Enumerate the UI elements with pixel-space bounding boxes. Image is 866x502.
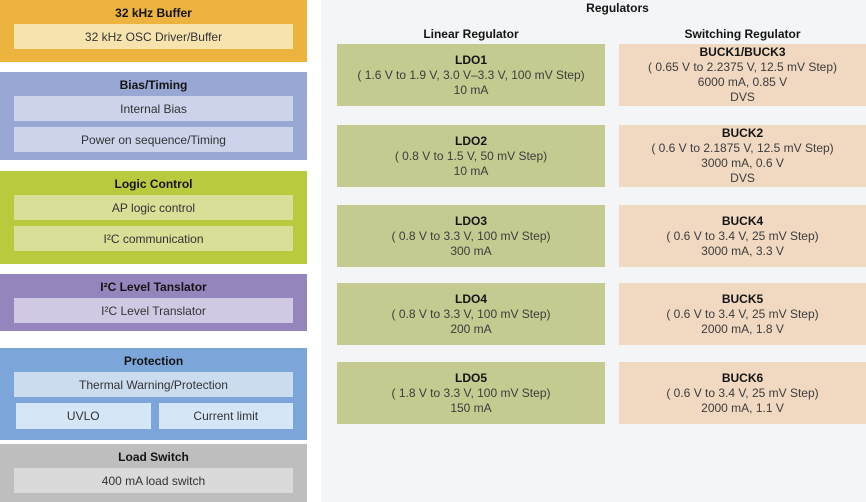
buck2-range: ( 0.6 V to 2.1875 V, 12.5 mV Step) — [651, 141, 834, 155]
item-i2c-communication: I²C communication — [14, 226, 293, 251]
buck4-range: ( 0.6 V to 3.4 V, 25 mV Step) — [666, 228, 819, 243]
ldo3-current: 300 mA — [450, 243, 492, 258]
buck4-current: 3000 mA, 3.3 V — [701, 243, 784, 258]
linear-regulator-header: Linear Regulator — [423, 27, 519, 41]
ldo4-name: LDO4 — [454, 291, 487, 306]
ldo1-current: 10 mA — [453, 82, 489, 97]
item-ap-logic-control: AP logic control — [14, 195, 293, 220]
switching-regulator-column: Switching Regulator BUCK1/BUCK3 ( 0.65 V… — [619, 0, 866, 502]
block-bias-timing: Bias/Timing Internal Bias Power on seque… — [0, 72, 307, 160]
block-buck1-buck3: BUCK1/BUCK3 ( 0.65 V to 2.2375 V, 12.5 m… — [619, 44, 866, 106]
item-i2c-level-translator: I²C Level Translator — [14, 298, 293, 323]
ldo1-range: ( 1.6 V to 1.9 V, 3.0 V–3.3 V, 100 mV St… — [357, 67, 585, 82]
block-i2c-level-translator-title: I²C Level Tanslator — [100, 280, 207, 294]
ldo5-name: LDO5 — [454, 370, 487, 385]
block-ldo1: LDO1 ( 1.6 V to 1.9 V, 3.0 V–3.3 V, 100 … — [337, 44, 605, 106]
block-ldo4: LDO4 ( 0.8 V to 3.3 V, 100 mV Step) 200 … — [337, 283, 605, 345]
block-load-switch: Load Switch 400 mA load switch — [0, 444, 307, 502]
block-logic-control: Logic Control AP logic control I²C commu… — [0, 171, 307, 264]
item-internal-bias: Internal Bias — [14, 96, 293, 121]
block-buck6: BUCK6 ( 0.6 V to 3.4 V, 25 mV Step) 2000… — [619, 362, 866, 424]
block-load-switch-title: Load Switch — [118, 450, 189, 464]
buck4-name: BUCK4 — [721, 213, 764, 228]
buck1-range: ( 0.65 V to 2.2375 V, 12.5 mV Step) — [647, 60, 837, 74]
ldo1-name: LDO1 — [454, 52, 487, 67]
buck2-current: 3000 mA, 0.6 V — [701, 156, 784, 170]
ldo2-range: ( 0.8 V to 1.5 V, 50 mV Step) — [394, 148, 548, 163]
buck1-dvs: DVS — [730, 90, 755, 104]
block-32khz-buffer: 32 kHz Buffer 32 kHz OSC Driver/Buffer — [0, 0, 307, 62]
block-i2c-level-translator: I²C Level Tanslator I²C Level Translator — [0, 274, 307, 331]
regulators-panel: Regulators Linear Regulator LDO1 ( 1.6 V… — [321, 0, 866, 502]
item-current-limit: Current limit — [158, 403, 293, 429]
item-uvlo: UVLO — [16, 403, 151, 429]
ldo5-range: ( 1.8 V to 3.3 V, 100 mV Step) — [391, 385, 551, 400]
buck2-dvs: DVS — [730, 171, 755, 185]
ldo2-current: 10 mA — [453, 163, 489, 178]
buck1-name: BUCK1/BUCK3 — [699, 45, 786, 59]
block-protection: Protection Thermal Warning/Protection UV… — [0, 348, 307, 440]
protection-split-row: UVLO Current limit — [16, 403, 293, 429]
buck2-name: BUCK2 — [721, 126, 764, 140]
ldo3-range: ( 0.8 V to 3.3 V, 100 mV Step) — [391, 228, 551, 243]
item-thermal-warning-protection: Thermal Warning/Protection — [14, 372, 293, 397]
buck5-range: ( 0.6 V to 3.4 V, 25 mV Step) — [666, 306, 819, 321]
ldo4-range: ( 0.8 V to 3.3 V, 100 mV Step) — [391, 306, 551, 321]
buck6-current: 2000 mA, 1.1 V — [701, 400, 784, 415]
item-osc-driver-buffer: 32 kHz OSC Driver/Buffer — [14, 24, 293, 49]
block-logic-control-title: Logic Control — [114, 177, 193, 191]
switching-regulator-header: Switching Regulator — [684, 27, 801, 41]
buck5-name: BUCK5 — [721, 291, 764, 306]
block-bias-timing-title: Bias/Timing — [119, 78, 188, 92]
buck1-current: 6000 mA, 0.85 V — [697, 75, 788, 89]
regulators-title: Regulators — [586, 1, 649, 15]
item-power-on-sequence: Power on sequence/Timing — [14, 127, 293, 152]
buck6-range: ( 0.6 V to 3.4 V, 25 mV Step) — [666, 385, 819, 400]
block-ldo5: LDO5 ( 1.8 V to 3.3 V, 100 mV Step) 150 … — [337, 362, 605, 424]
buck5-current: 2000 mA, 1.8 V — [701, 321, 784, 336]
block-buck5: BUCK5 ( 0.6 V to 3.4 V, 25 mV Step) 2000… — [619, 283, 866, 345]
block-buck4: BUCK4 ( 0.6 V to 3.4 V, 25 mV Step) 3000… — [619, 205, 866, 267]
buck6-name: BUCK6 — [721, 370, 764, 385]
ldo3-name: LDO3 — [454, 213, 487, 228]
item-400ma-load-switch: 400 mA load switch — [14, 468, 293, 493]
block-buck2: BUCK2 ( 0.6 V to 2.1875 V, 12.5 mV Step)… — [619, 125, 866, 187]
block-ldo3: LDO3 ( 0.8 V to 3.3 V, 100 mV Step) 300 … — [337, 205, 605, 267]
ldo2-name: LDO2 — [454, 133, 487, 148]
ldo4-current: 200 mA — [450, 321, 492, 336]
linear-regulator-column: Linear Regulator LDO1 ( 1.6 V to 1.9 V, … — [337, 0, 605, 502]
block-protection-title: Protection — [123, 354, 184, 368]
ldo5-current: 150 mA — [450, 400, 492, 415]
block-ldo2: LDO2 ( 0.8 V to 1.5 V, 50 mV Step) 10 mA — [337, 125, 605, 187]
block-32khz-buffer-title: 32 kHz Buffer — [115, 6, 192, 20]
